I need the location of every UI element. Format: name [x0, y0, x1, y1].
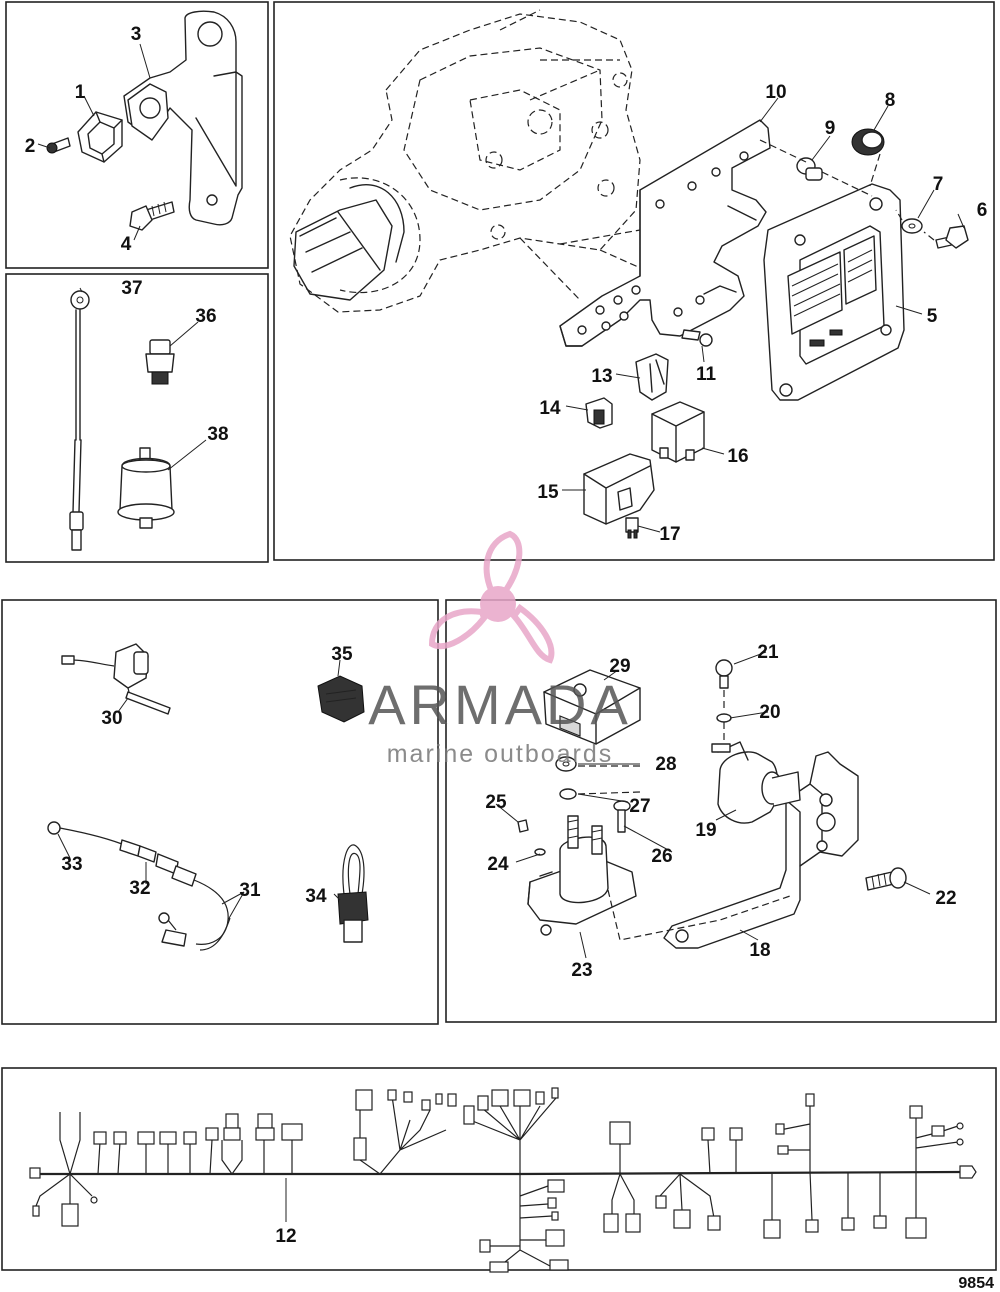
- callout-6: 6: [977, 200, 988, 221]
- callout-9: 9: [825, 118, 836, 139]
- callout-29: 29: [609, 656, 630, 677]
- callout-19: 19: [695, 820, 716, 841]
- callout-10: 10: [765, 82, 786, 103]
- screw-11-drawing: [681, 329, 713, 347]
- callout-17: 17: [659, 524, 680, 545]
- callout-13: 13: [591, 366, 612, 387]
- callout-14: 14: [539, 398, 561, 419]
- pressure-switch-drawing: [145, 339, 175, 385]
- spacer-9-drawing: [796, 157, 823, 181]
- callout-38: 38: [207, 424, 228, 445]
- callout-30: 30: [101, 708, 122, 729]
- washer-27-drawing: [559, 788, 577, 800]
- callout-28: 28: [655, 754, 676, 775]
- washer-20-drawing: [716, 713, 732, 723]
- fuse-17-drawing: [625, 517, 639, 539]
- relay-clip-13-drawing: [635, 353, 669, 401]
- callout-20: 20: [759, 702, 780, 723]
- screw-6-drawing: [935, 225, 969, 249]
- washer-7-drawing: [901, 218, 923, 234]
- callout-37: 37: [121, 278, 142, 299]
- clip-14-drawing: [585, 397, 613, 429]
- fuse-cover-15-drawing: [583, 453, 655, 525]
- leader-lines: [37, 43, 965, 1222]
- callout-11: 11: [696, 364, 717, 385]
- callout-33: 33: [61, 854, 82, 875]
- fuse-block-29-drawing: [543, 669, 641, 745]
- grommet-drawing: [77, 111, 123, 163]
- callout-16: 16: [727, 446, 748, 467]
- engine-block-phantom: [289, 9, 691, 313]
- callout-7: 7: [933, 174, 944, 195]
- cable-33-31-drawing: [47, 821, 231, 951]
- screw-4-drawing: [129, 201, 175, 231]
- mount-bracket-drawing: [123, 10, 243, 226]
- relay-16-drawing: [651, 401, 705, 463]
- mounting-plate-drawing: [559, 119, 771, 347]
- callout-12: 12: [275, 1226, 296, 1247]
- callout-34: 34: [305, 886, 327, 907]
- nut-25-drawing: [517, 819, 529, 833]
- screw-2-drawing: [46, 137, 71, 154]
- oil-pressure-sender-drawing: [117, 447, 175, 529]
- jumper-34-drawing: [337, 844, 369, 943]
- panel-harness-parts: [1, 599, 439, 1025]
- callout-22: 22: [935, 888, 956, 909]
- solenoid-leader-dashes: [577, 690, 791, 941]
- callout-36: 36: [195, 306, 216, 327]
- callout-27: 27: [629, 796, 650, 817]
- callout-8: 8: [885, 90, 896, 111]
- nut-28-drawing: [555, 756, 577, 772]
- ecm-module-drawing: [763, 183, 905, 401]
- connector-35-drawing: [317, 675, 365, 723]
- callout-25: 25: [485, 792, 507, 813]
- solenoid-23-drawing: [527, 815, 637, 936]
- callout-5: 5: [927, 306, 938, 327]
- assembly-leader-dashes: [759, 139, 935, 241]
- callout-26: 26: [651, 846, 672, 867]
- callout-3: 3: [131, 24, 142, 45]
- washer-24-drawing: [534, 848, 546, 856]
- callout-31: 31: [239, 880, 261, 901]
- grommet-8-drawing: [851, 128, 885, 156]
- callout-24: 24: [487, 854, 509, 875]
- propeller-logo-icon: [428, 530, 555, 664]
- callout-labels: 3 1 2 4 37 36 38 10 8 9 7 6 5 11 13 14 1…: [25, 24, 988, 1247]
- callout-1: 1: [75, 82, 86, 103]
- callout-23: 23: [571, 960, 592, 981]
- callout-4: 4: [121, 234, 132, 255]
- screw-21-drawing: [715, 659, 733, 689]
- callout-2: 2: [25, 136, 36, 157]
- figure-number: 9854: [958, 1275, 994, 1292]
- solenoid-19-drawing: [711, 741, 801, 824]
- knock-sensor-lead-drawing: [69, 290, 90, 551]
- sensor-30-drawing: [61, 643, 171, 715]
- screw-22-drawing: [865, 867, 907, 891]
- callout-21: 21: [757, 642, 779, 663]
- wiring-harness-drawing: [29, 1087, 977, 1273]
- screw-26-drawing: [613, 800, 631, 833]
- watermark-subtitle: marine outboards: [387, 740, 614, 768]
- callout-35: 35: [331, 644, 353, 665]
- callout-32: 32: [129, 878, 150, 899]
- bracket-18-drawing: [663, 751, 859, 949]
- watermark-title: ARMADA: [368, 673, 632, 736]
- watermark: ARMADA marine outboards: [368, 530, 632, 768]
- callout-18: 18: [749, 940, 770, 961]
- callout-15: 15: [537, 482, 559, 503]
